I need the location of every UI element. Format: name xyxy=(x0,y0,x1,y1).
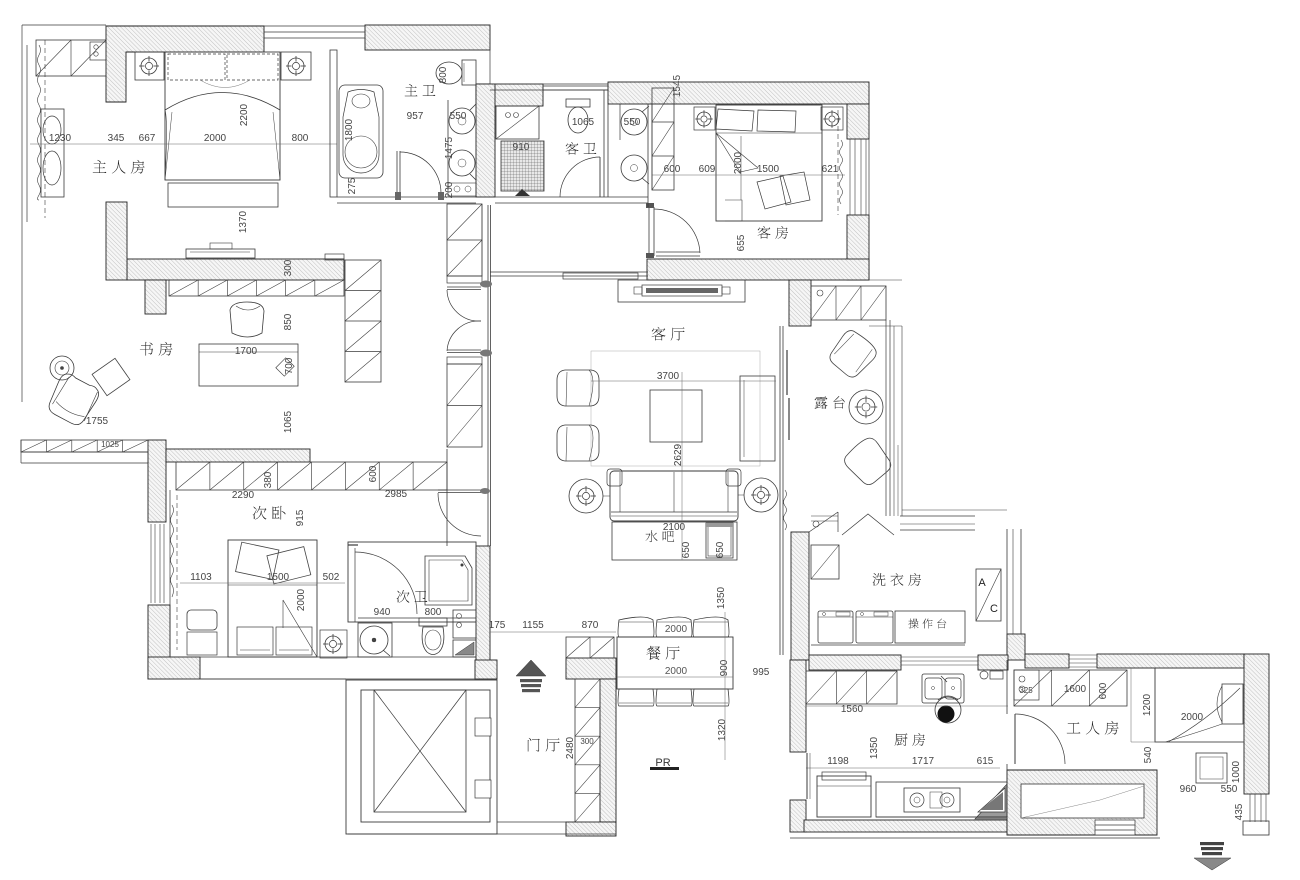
svg-text:609: 609 xyxy=(699,164,716,175)
svg-text:1560: 1560 xyxy=(841,704,864,715)
svg-text:650: 650 xyxy=(715,541,726,558)
svg-text:900: 900 xyxy=(719,659,730,676)
svg-text:995: 995 xyxy=(753,667,770,678)
svg-text:380: 380 xyxy=(263,471,274,488)
svg-text:325: 325 xyxy=(1019,686,1033,695)
svg-text:200: 200 xyxy=(444,181,455,198)
svg-text:1320: 1320 xyxy=(717,718,728,741)
svg-text:A: A xyxy=(978,577,986,589)
svg-text:1475: 1475 xyxy=(444,136,455,159)
svg-text:2000: 2000 xyxy=(1181,712,1204,723)
svg-text:800: 800 xyxy=(292,133,309,144)
svg-text:655: 655 xyxy=(736,234,747,251)
svg-text:1370: 1370 xyxy=(238,210,249,233)
svg-text:600: 600 xyxy=(664,164,681,175)
svg-text:1000: 1000 xyxy=(1231,760,1242,783)
svg-text:2985: 2985 xyxy=(385,489,408,500)
svg-text:700: 700 xyxy=(284,357,295,374)
svg-text:800: 800 xyxy=(425,607,442,618)
svg-text:550: 550 xyxy=(450,111,467,122)
svg-text:615: 615 xyxy=(977,756,994,767)
svg-text:435: 435 xyxy=(1234,803,1245,820)
svg-text:3700: 3700 xyxy=(657,371,680,382)
svg-text:300: 300 xyxy=(283,259,294,276)
svg-text:1200: 1200 xyxy=(1142,693,1153,716)
svg-text:910: 910 xyxy=(513,142,530,153)
svg-text:2290: 2290 xyxy=(232,490,255,501)
svg-text:540: 540 xyxy=(1143,746,1154,763)
svg-text:PR: PR xyxy=(655,757,670,769)
svg-text:C: C xyxy=(990,603,998,615)
svg-text:1230: 1230 xyxy=(49,133,72,144)
svg-text:1025: 1025 xyxy=(101,440,119,449)
svg-text:1155: 1155 xyxy=(522,620,544,631)
svg-text:2100: 2100 xyxy=(663,522,686,533)
svg-text:960: 960 xyxy=(1180,784,1197,795)
svg-text:1065: 1065 xyxy=(283,410,294,433)
svg-text:600: 600 xyxy=(1098,682,1109,699)
svg-text:2000: 2000 xyxy=(733,151,744,174)
svg-text:850: 850 xyxy=(283,313,294,330)
svg-text:2000: 2000 xyxy=(296,588,307,611)
svg-text:940: 940 xyxy=(374,607,391,618)
svg-text:300: 300 xyxy=(580,737,594,746)
svg-text:2480: 2480 xyxy=(565,736,576,759)
svg-text:550: 550 xyxy=(1221,784,1238,795)
svg-text:1755: 1755 xyxy=(86,416,109,427)
svg-text:275: 275 xyxy=(347,177,358,194)
svg-text:175: 175 xyxy=(489,620,506,631)
svg-text:1717: 1717 xyxy=(912,756,935,767)
svg-text:1700: 1700 xyxy=(235,346,258,357)
svg-text:2200: 2200 xyxy=(239,103,250,126)
svg-text:1065: 1065 xyxy=(572,117,595,128)
svg-text:667: 667 xyxy=(139,133,156,144)
svg-text:957: 957 xyxy=(407,111,424,122)
svg-text:1600: 1600 xyxy=(1064,684,1087,695)
svg-text:800: 800 xyxy=(438,66,449,83)
svg-text:550: 550 xyxy=(624,117,641,128)
svg-text:502: 502 xyxy=(323,572,340,583)
svg-text:1198: 1198 xyxy=(827,756,849,767)
svg-text:2000: 2000 xyxy=(665,666,688,677)
svg-text:2000: 2000 xyxy=(204,133,227,144)
svg-text:1500: 1500 xyxy=(757,164,780,175)
svg-text:600: 600 xyxy=(368,465,379,482)
svg-text:345: 345 xyxy=(108,133,125,144)
svg-text:1500: 1500 xyxy=(267,572,290,583)
svg-text:1103: 1103 xyxy=(190,572,212,583)
svg-text:2629: 2629 xyxy=(673,443,684,466)
svg-text:650: 650 xyxy=(681,541,692,558)
svg-text:621: 621 xyxy=(822,164,839,175)
svg-text:1350: 1350 xyxy=(716,586,727,609)
svg-text:1800: 1800 xyxy=(344,118,355,141)
svg-text:1350: 1350 xyxy=(869,736,880,759)
svg-text:915: 915 xyxy=(295,509,306,526)
svg-text:1545: 1545 xyxy=(672,74,683,97)
svg-text:870: 870 xyxy=(582,620,599,631)
svg-text:2000: 2000 xyxy=(665,624,688,635)
